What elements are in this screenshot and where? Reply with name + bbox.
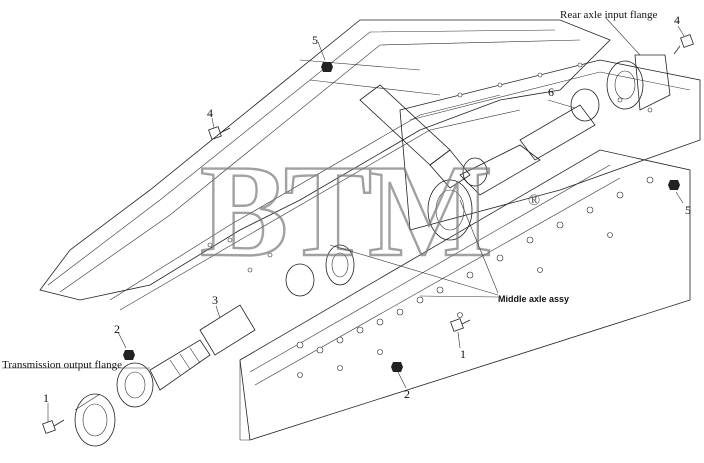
registered-mark: ® bbox=[528, 192, 540, 209]
nut-2-left bbox=[123, 350, 135, 360]
callout-4-top-right: 4 bbox=[674, 13, 680, 27]
rear-propeller-shaft bbox=[519, 88, 600, 161]
right-frame-member bbox=[399, 59, 701, 231]
bolt-4-right bbox=[673, 34, 694, 55]
callout-2-left: 2 bbox=[114, 322, 120, 336]
callout-1-left: 1 bbox=[43, 391, 49, 405]
middle-axle-assy-label: Middle axle assy bbox=[498, 294, 569, 304]
callout-4-left: 4 bbox=[207, 106, 213, 120]
callout-2-bottom: 2 bbox=[404, 387, 410, 401]
callout-6: 6 bbox=[548, 85, 554, 99]
propeller-shaft-front bbox=[116, 304, 256, 408]
callout-5-right: 5 bbox=[685, 203, 691, 217]
btm-watermark-logo: BTM ® bbox=[199, 136, 540, 285]
watermark-text: BTM bbox=[200, 137, 489, 284]
frame-holes bbox=[207, 62, 654, 378]
nut-5-top bbox=[321, 62, 333, 72]
callout-1-right: 1 bbox=[460, 347, 466, 361]
universal-joint-middle bbox=[285, 244, 355, 297]
transmission-output-flange bbox=[74, 393, 116, 447]
leader-lines bbox=[2, 17, 685, 422]
rear-axle-input-flange-label: Rear axle input flange bbox=[560, 9, 658, 21]
bolt-4-left bbox=[208, 126, 231, 140]
transmission-output-flange-label: Transmission output flange bbox=[2, 359, 122, 371]
nut-2-bottom bbox=[391, 362, 403, 372]
lower-frame-rail bbox=[239, 149, 691, 441]
bolt-1-left bbox=[42, 419, 65, 434]
callout-3: 3 bbox=[212, 293, 218, 307]
cross-member bbox=[359, 84, 471, 189]
bolt-1-right bbox=[450, 318, 471, 332]
fasteners bbox=[42, 34, 694, 434]
nut-5-right bbox=[668, 180, 680, 190]
rear-axle-input-flange bbox=[606, 54, 671, 111]
callout-5-top: 5 bbox=[312, 33, 318, 47]
middle-axle-shaft bbox=[427, 144, 541, 241]
upper-frame-plate bbox=[39, 19, 611, 311]
